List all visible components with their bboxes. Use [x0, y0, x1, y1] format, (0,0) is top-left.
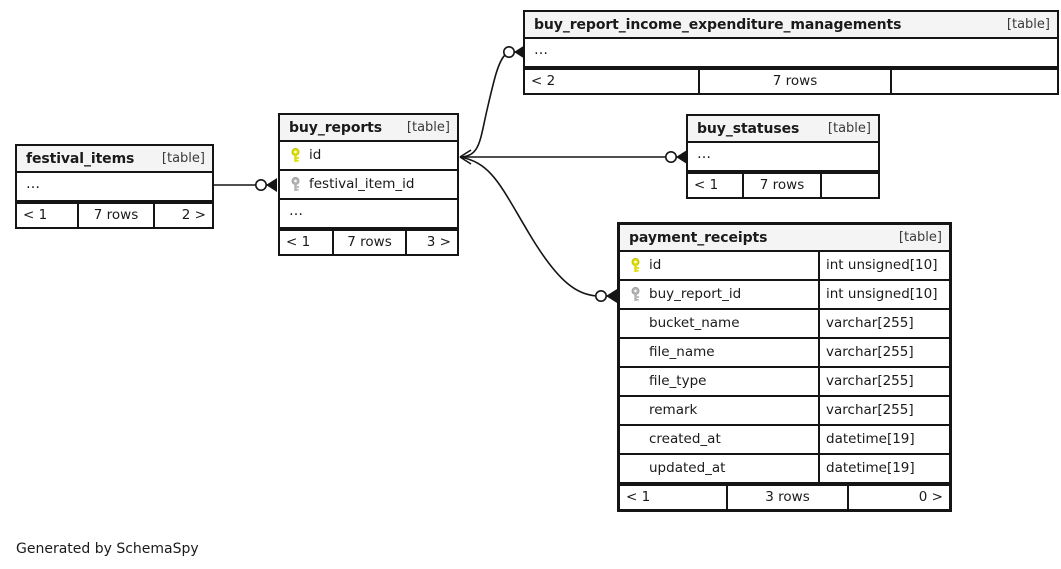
table-header: buy_reports [table] — [280, 115, 457, 142]
column-row[interactable]: id — [280, 142, 457, 171]
table-footer: < 1 3 rows 0 > — [620, 484, 949, 509]
column-name: file_type — [649, 372, 707, 389]
table-type-tag: [table] — [1006, 17, 1050, 32]
footer-parents-count: < 2 — [531, 72, 556, 89]
column-type: int unsigned[10] — [818, 252, 949, 279]
footer-children-count: 2 > — [153, 204, 212, 227]
table-title: buy_report_income_expenditure_management… — [534, 16, 902, 33]
column-row[interactable]: bucket_name varchar[255] — [620, 310, 949, 339]
footer-children-count — [890, 70, 1057, 93]
table-type-tag: [table] — [827, 121, 871, 136]
footer-row-count: 3 rows — [726, 486, 847, 509]
primary-key-icon — [289, 148, 302, 163]
column-type: datetime[19] — [818, 426, 949, 453]
column-row[interactable]: … — [525, 39, 1057, 68]
table-type-tag: [table] — [898, 230, 942, 245]
table-payment-receipts[interactable]: payment_receipts [table] id int unsigned… — [617, 222, 952, 512]
column-row[interactable]: file_name varchar[255] — [620, 339, 949, 368]
column-name: file_name — [649, 343, 715, 360]
footer-parents-count: < 1 — [286, 233, 311, 250]
footer-parents-count: < 1 — [23, 206, 48, 223]
footer-children-count: 3 > — [405, 231, 457, 254]
table-title: buy_reports — [289, 119, 382, 136]
column-name: … — [534, 42, 549, 58]
column-name: … — [26, 176, 41, 192]
column-type: varchar[255] — [818, 397, 949, 424]
footer-children-count — [820, 174, 878, 197]
column-row[interactable]: remark varchar[255] — [620, 397, 949, 426]
table-title: buy_statuses — [697, 120, 800, 137]
column-row[interactable]: … — [280, 200, 457, 229]
column-name-cell: buy_report_id — [620, 281, 818, 308]
column-type: varchar[255] — [818, 339, 949, 366]
column-name: id — [309, 146, 322, 163]
column-type: varchar[255] — [818, 310, 949, 337]
table-title: festival_items — [26, 150, 135, 167]
column-row[interactable]: buy_report_id int unsigned[10] — [620, 281, 949, 310]
table-buy-statuses[interactable]: buy_statuses [table] … < 1 7 rows — [686, 114, 880, 199]
column-row[interactable]: created_at datetime[19] — [620, 426, 949, 455]
column-name-cell: festival_item_id — [280, 171, 457, 198]
table-festival-items[interactable]: festival_items [table] … < 1 7 rows 2 > — [15, 144, 214, 229]
table-type-tag: [table] — [161, 151, 205, 166]
column-name: buy_report_id — [649, 285, 742, 302]
table-buy-reports[interactable]: buy_reports [table] id — [278, 113, 459, 256]
edge-buy-reports-to-income-expenditure — [459, 54, 506, 158]
generated-by-caption: Generated by SchemaSpy — [16, 541, 199, 557]
foreign-key-icon — [289, 177, 302, 192]
column-name: festival_item_id — [309, 175, 415, 192]
footer-parents-count: < 1 — [694, 176, 719, 193]
column-type: varchar[255] — [818, 368, 949, 395]
column-name: remark — [649, 401, 698, 418]
column-row[interactable]: … — [17, 173, 212, 202]
column-row[interactable]: file_type varchar[255] — [620, 368, 949, 397]
table-header: buy_report_income_expenditure_management… — [525, 12, 1057, 39]
footer-row-count: 7 rows — [332, 231, 405, 254]
column-name-cell: id — [280, 142, 457, 169]
column-name: updated_at — [649, 459, 726, 476]
table-footer: < 1 7 rows 2 > — [17, 202, 212, 227]
footer-row-count: 7 rows — [77, 204, 153, 227]
footer-parents-count: < 1 — [626, 488, 651, 505]
column-type: int unsigned[10] — [818, 281, 949, 308]
footer-row-count: 7 rows — [698, 70, 890, 93]
table-title: payment_receipts — [629, 229, 768, 246]
column-name: created_at — [649, 430, 721, 447]
footer-children-count: 0 > — [847, 486, 949, 509]
primary-key-icon — [629, 258, 642, 273]
column-row[interactable]: festival_item_id — [280, 171, 457, 200]
column-name: … — [697, 146, 712, 162]
column-row[interactable]: … — [688, 143, 878, 172]
table-footer: < 1 7 rows — [688, 172, 878, 197]
table-footer: < 2 7 rows — [525, 68, 1057, 93]
column-row[interactable]: updated_at datetime[19] — [620, 455, 949, 484]
column-type: datetime[19] — [818, 455, 949, 482]
column-name: id — [649, 256, 662, 273]
table-footer: < 1 7 rows 3 > — [280, 229, 457, 254]
table-header: buy_statuses [table] — [688, 116, 878, 143]
table-type-tag: [table] — [406, 120, 450, 135]
column-row[interactable]: id int unsigned[10] — [620, 252, 949, 281]
column-name: bucket_name — [649, 314, 740, 331]
table-buy-report-income-expenditure-managements[interactable]: buy_report_income_expenditure_management… — [523, 10, 1059, 95]
column-name-cell: id — [620, 252, 818, 279]
footer-row-count: 7 rows — [742, 174, 820, 197]
edge-buy-reports-to-payment-receipts — [459, 156, 597, 297]
column-name: … — [289, 203, 304, 219]
table-header: festival_items [table] — [17, 146, 212, 173]
foreign-key-icon — [629, 287, 642, 302]
table-header: payment_receipts [table] — [620, 225, 949, 252]
